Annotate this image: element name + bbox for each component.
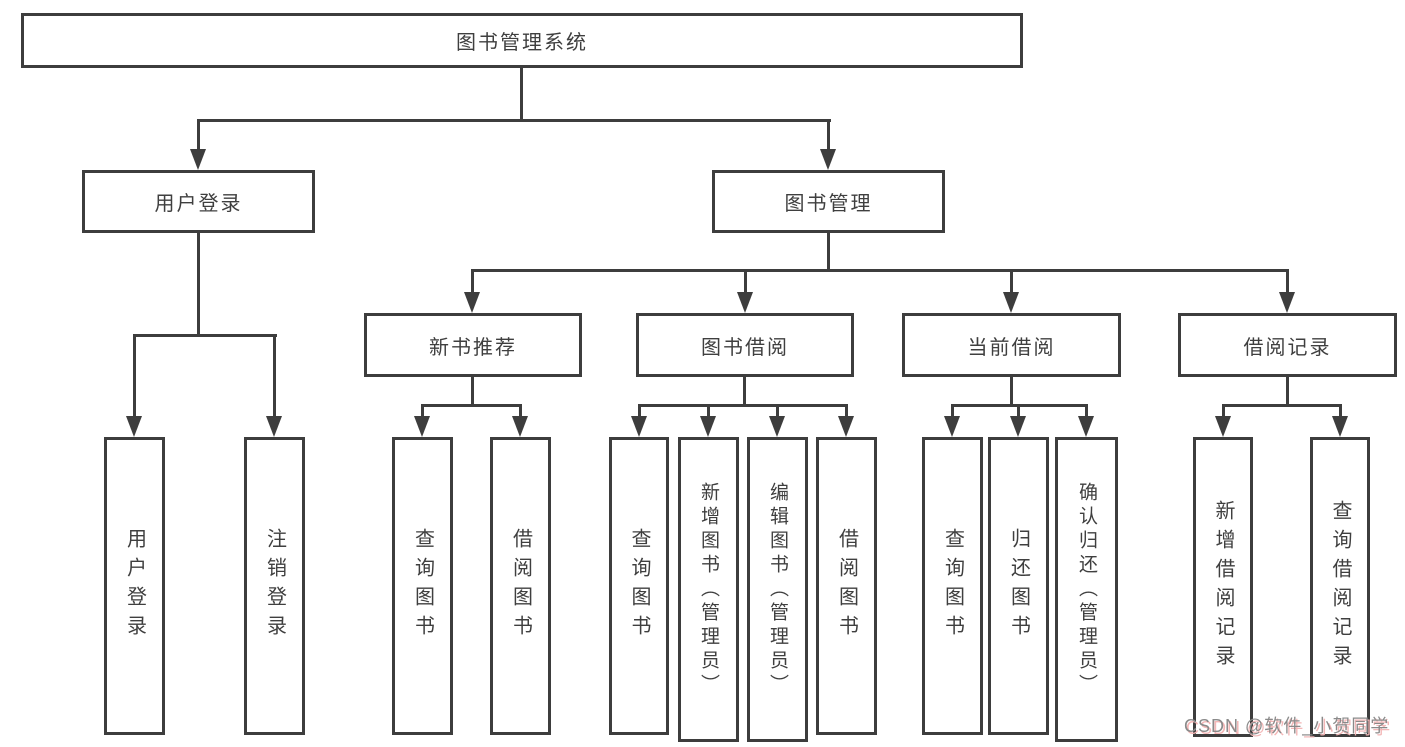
- connector-hline: [421, 404, 522, 407]
- leaf-borrow-book: 借阅图书: [816, 437, 877, 735]
- connector-vline: [951, 404, 954, 420]
- arrow-down-icon: [944, 416, 960, 437]
- node-root: 图书管理系统: [21, 13, 1023, 68]
- arrow-down-icon: [1332, 416, 1348, 437]
- arrow-down-icon: [266, 416, 282, 437]
- connector-hline: [471, 269, 1289, 272]
- connector-vline: [520, 68, 523, 122]
- connector-vline: [743, 377, 746, 407]
- arrow-down-icon: [838, 416, 854, 437]
- node-new-book-recommend: 新书推荐: [364, 313, 582, 377]
- watermark: CSDN @软件_小贺同学: [1184, 716, 1390, 736]
- leaf-add-borrow-record: 新增借阅记录: [1193, 437, 1253, 737]
- connector-vline: [827, 119, 830, 153]
- leaf-query-borrow-record: 查询借阅记录: [1310, 437, 1370, 737]
- arrow-down-icon: [1003, 292, 1019, 313]
- connector-vline: [776, 404, 779, 420]
- connector-vline: [1017, 404, 1020, 420]
- connector-hline: [1222, 404, 1341, 407]
- arrow-down-icon: [1010, 416, 1026, 437]
- arrow-down-icon: [464, 292, 480, 313]
- node-user-login: 用户登录: [82, 170, 315, 233]
- leaf-query-book-current: 查询图书: [922, 437, 983, 735]
- leaf-query-book-recommend: 查询图书: [392, 437, 453, 735]
- connector-vline: [197, 119, 200, 153]
- arrow-down-icon: [737, 292, 753, 313]
- connector-vline: [133, 334, 136, 420]
- arrow-down-icon: [769, 416, 785, 437]
- arrow-down-icon: [414, 416, 430, 437]
- connector-vline: [1339, 404, 1342, 420]
- connector-vline: [1085, 404, 1088, 420]
- connector-vline: [519, 404, 522, 420]
- connector-vline: [1286, 269, 1289, 295]
- leaf-confirm-return-admin: 确认归还（管理员）: [1055, 437, 1118, 742]
- leaf-add-book-admin: 新增图书（管理员）: [678, 437, 739, 742]
- connector-vline: [421, 404, 424, 420]
- arrow-down-icon: [1078, 416, 1094, 437]
- connector-hline: [638, 404, 848, 407]
- arrow-down-icon: [190, 149, 206, 170]
- connector-hline: [133, 334, 277, 337]
- node-book-borrow: 图书借阅: [636, 313, 854, 377]
- connector-vline: [1222, 404, 1225, 420]
- connector-vline: [1286, 377, 1289, 407]
- connector-vline: [1010, 377, 1013, 407]
- connector-vline: [638, 404, 641, 420]
- leaf-edit-book-admin: 编辑图书（管理员）: [747, 437, 808, 742]
- arrow-down-icon: [126, 416, 142, 437]
- node-book-management: 图书管理: [712, 170, 945, 233]
- arrow-down-icon: [820, 149, 836, 170]
- connector-hline: [197, 119, 831, 122]
- arrow-down-icon: [700, 416, 716, 437]
- connector-vline: [744, 269, 747, 295]
- node-borrow-records: 借阅记录: [1178, 313, 1397, 377]
- arrow-down-icon: [631, 416, 647, 437]
- connector-vline: [827, 233, 830, 272]
- connector-vline: [197, 233, 200, 337]
- leaf-user-login: 用户登录: [104, 437, 165, 735]
- arrow-down-icon: [512, 416, 528, 437]
- connector-vline: [707, 404, 710, 420]
- leaf-logout-login: 注销登录: [244, 437, 305, 735]
- leaf-query-book-borrow: 查询图书: [609, 437, 669, 735]
- connector-vline: [273, 334, 276, 420]
- arrow-down-icon: [1279, 292, 1295, 313]
- arrow-down-icon: [1215, 416, 1231, 437]
- leaf-borrow-book-recommend: 借阅图书: [490, 437, 551, 735]
- connector-vline: [471, 269, 474, 295]
- connector-vline: [1010, 269, 1013, 295]
- connector-vline: [845, 404, 848, 420]
- node-current-borrow: 当前借阅: [902, 313, 1121, 377]
- leaf-return-book: 归还图书: [988, 437, 1049, 735]
- connector-vline: [471, 377, 474, 407]
